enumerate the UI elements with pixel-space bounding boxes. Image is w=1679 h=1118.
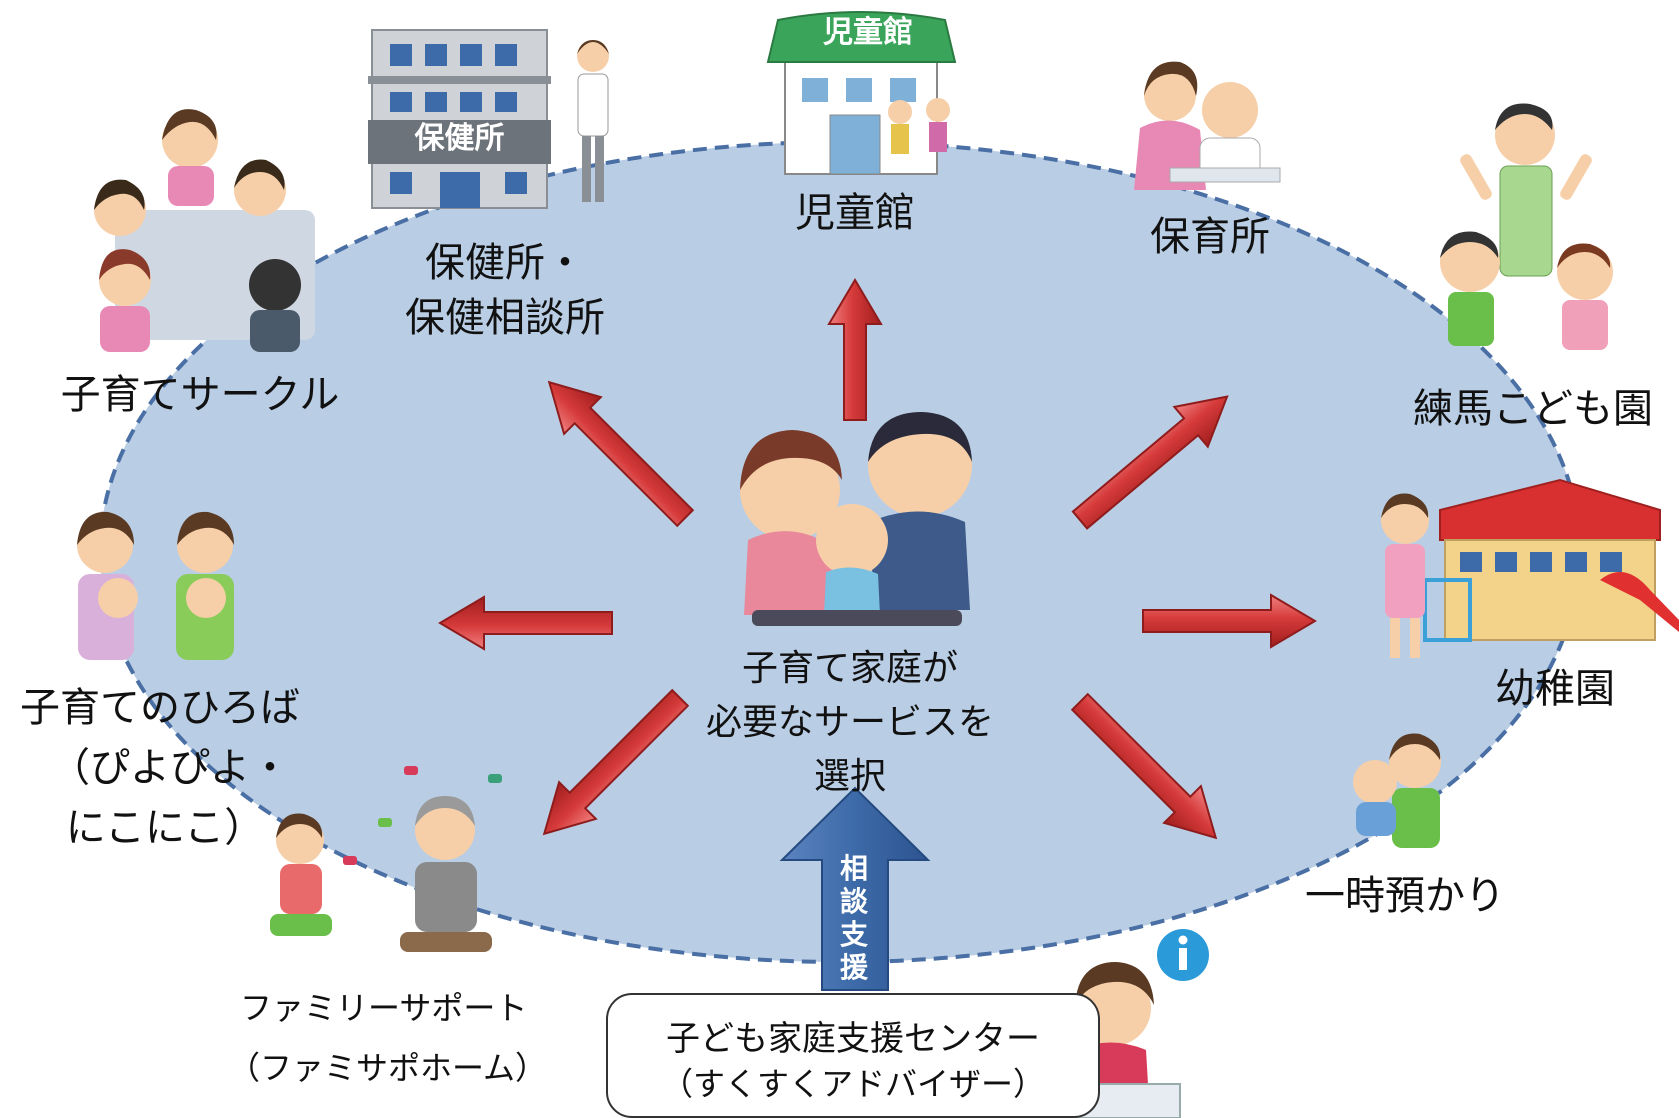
family-support-illustration xyxy=(270,766,502,952)
support-center-sub: （すくすくアドバイザー） xyxy=(660,1065,1045,1103)
yochien-illustration xyxy=(1381,478,1679,658)
arrow-upper-left xyxy=(547,380,695,528)
label-hiroba-1: 子育てのひろば xyxy=(20,685,300,731)
support-center-box: 子ども家庭支援センター （すくすくアドバイザー） xyxy=(606,993,1100,1118)
consultation-char-4: 援 xyxy=(839,951,868,984)
center-caption: 子育て家庭が 必要なサービスを 選択 xyxy=(680,642,1020,804)
jidokan-sign: 児童館 xyxy=(823,15,913,50)
label-hokenjo-2: 保健相談所 xyxy=(405,295,605,341)
support-center-name: 子ども家庭支援センター xyxy=(666,1019,1040,1059)
label-hiroba-3: にこにこ） xyxy=(65,805,265,851)
label-jidokan: 児童館 xyxy=(795,190,915,236)
label-hokenjo-1: 保健所・ xyxy=(425,240,585,286)
ichiji-illustration xyxy=(1353,733,1441,848)
label-family-1: ファミリーサポート xyxy=(240,989,528,1027)
nerima-illustration xyxy=(1440,103,1613,350)
consultation-label: 相 談 支 援 xyxy=(832,852,876,984)
hokenjo-illustration xyxy=(368,29,609,209)
hoikusho-illustration xyxy=(1134,61,1281,190)
arrow-left xyxy=(438,595,613,651)
consultation-char-2: 談 xyxy=(839,885,868,918)
label-ichiji: 一時預かり xyxy=(1305,873,1505,919)
circle-illustration xyxy=(94,109,315,352)
center-line-2: 必要なサービスを xyxy=(705,702,994,743)
hiroba-illustration xyxy=(77,511,234,660)
label-circle: 子育てサークル xyxy=(60,372,340,418)
consultation-char-3: 支 xyxy=(839,918,868,951)
arrow-lower-right xyxy=(1070,692,1218,840)
hokenjo-sign: 保健所 xyxy=(414,121,505,156)
label-hiroba-2: （ぴよぴよ・ xyxy=(50,745,290,791)
center-line-3: 選択 xyxy=(813,756,886,797)
label-nerima: 練馬こども園 xyxy=(1413,386,1653,432)
arrow-right xyxy=(1142,593,1317,649)
jidokan-illustration xyxy=(766,11,957,175)
center-line-1: 子育て家庭が xyxy=(741,648,958,689)
family-illustration xyxy=(740,412,972,626)
consultation-char-1: 相 xyxy=(839,852,868,885)
arrow-upper-right xyxy=(1071,395,1229,530)
label-family-2: （ファミサポホーム） xyxy=(228,1049,548,1087)
label-hoikusho: 保育所 xyxy=(1150,214,1270,260)
arrow-lower-left xyxy=(542,688,690,836)
consultation-arrow xyxy=(779,786,931,991)
label-yochien: 幼稚園 xyxy=(1495,666,1615,712)
